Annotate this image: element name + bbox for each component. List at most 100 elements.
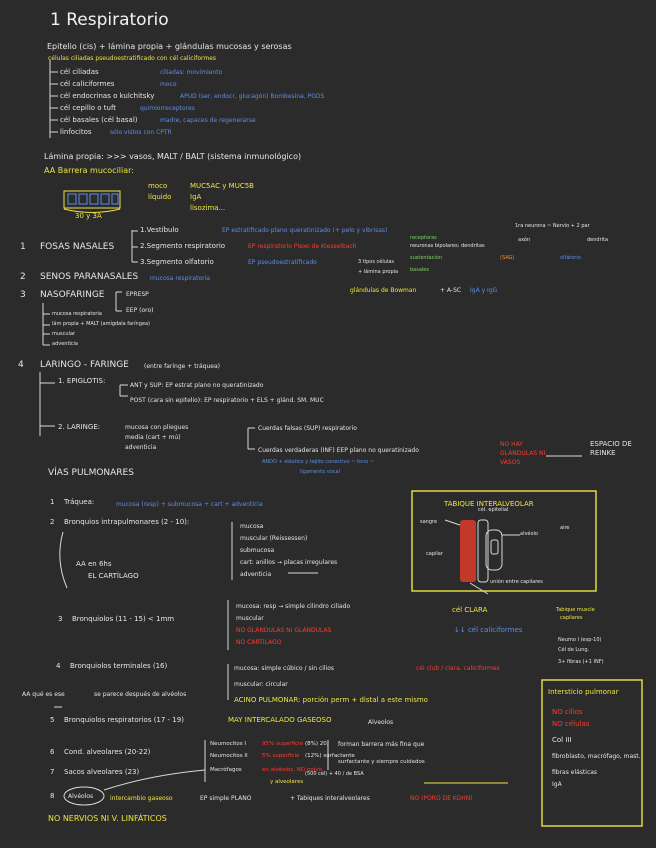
barrier-caption: 30 y 3A xyxy=(75,212,102,221)
terminales-layer: muscular: circular xyxy=(234,680,288,689)
laringe-layer: mucosa con pliegues xyxy=(125,423,188,432)
alveolos-desc: intercambio gaseoso xyxy=(110,794,173,803)
cell-type-note: madre, capaces de regenerarse xyxy=(160,116,256,125)
olfactory-neuron-note: dendrita xyxy=(587,236,608,245)
respiratorios-label: Bronquiolos respiratorios (17 - 19) xyxy=(64,716,184,725)
sacos-label: Sacos alveolares (23) xyxy=(64,768,139,777)
intersticio-item: Col III xyxy=(552,736,572,745)
barrier-value: IgA xyxy=(190,193,201,202)
fosas-item-label: 3.Segmento olfatorio xyxy=(140,258,214,267)
traquea-desc: mucosa (resp) + submucosa + cart + adven… xyxy=(116,500,263,509)
bronquios-layer: cart: anillos → placas irregulares xyxy=(240,558,337,567)
bronquios-layer: muscular (Reissessen) xyxy=(240,534,307,543)
alveolos-desc: EP simple PLANO xyxy=(200,794,251,803)
section-number: 8 xyxy=(50,792,54,801)
tabique-label: unión entre capilares xyxy=(490,578,543,587)
barrier-value: lisozima... xyxy=(190,204,225,213)
olfactory-glands-iga: IgA y IgG xyxy=(470,286,497,295)
neumocito-right: surfactante y siempre cuidados xyxy=(338,758,425,767)
section-heading: VÍAS PULMONARES xyxy=(48,468,134,479)
section-number: 7 xyxy=(50,768,54,777)
page-title: 1 Respiratorio xyxy=(50,10,169,30)
section-number: 2 xyxy=(50,518,54,527)
caliciform-note: ↓↓ cél caliciformes xyxy=(454,626,522,635)
cuerdas-falsas: Cuerdas falsas (SUP) respiratorio xyxy=(258,424,357,433)
aa-note: se parece después de alvéolos xyxy=(94,690,194,699)
bronquios-note: AA en 6hs xyxy=(76,560,112,569)
olfactory-note: 3 tipos células xyxy=(358,258,394,267)
neumocito-label: Neumocitos II xyxy=(210,752,248,761)
alveolos-label: Alvéolos xyxy=(68,792,93,801)
barrier-label: moco xyxy=(148,182,167,191)
section-desc: (entre faringe + tráquea) xyxy=(144,362,220,371)
bronquiolos-layer: NO GLÁNDULAS NI GLÁNDULAS xyxy=(236,626,331,635)
bronquios-note: EL CARTÍLAGO xyxy=(88,572,139,581)
section-number: 1 xyxy=(20,242,26,253)
nasofaringe-layer: muscular xyxy=(52,330,75,339)
aa-note: AA qué es ese xyxy=(22,690,65,699)
intro-subline: células ciliadas pseudoestratificado con… xyxy=(48,54,216,63)
olfactory-glands: glándulas de Bowman xyxy=(350,286,416,295)
intersticio-item: NO cilios xyxy=(552,708,583,717)
neumocito-label: Macrófagos xyxy=(210,766,242,775)
barrier-value: MUC5AC y MUC5B xyxy=(190,182,254,191)
nasofaringe-layer: lám propia + MALT (amígdala faríngea) xyxy=(52,320,150,329)
neumocito-note: (8%) 20, xyxy=(305,740,329,749)
neumocito-label: Neumocitos I xyxy=(210,740,246,749)
terminales-club: cél club / clara, caliciformes xyxy=(416,664,500,673)
terminales-label: Bronquiolos terminales (16) xyxy=(70,662,167,671)
nasofaringe-note: EEP (oro) xyxy=(126,306,153,315)
olfactory-cell: basales xyxy=(410,266,429,275)
cell-type-label: cél caliciformes xyxy=(60,80,114,89)
bronquios-layer: mucosa xyxy=(240,522,263,531)
bronquiolos-layer: muscular xyxy=(236,614,264,623)
club-cell-note: cél CLARA xyxy=(452,606,487,615)
fosas-item-desc: EP respiratorio Plexo de Kiesselbach xyxy=(248,242,357,251)
section-number: 2 xyxy=(20,272,26,283)
neumocito-right: forman barrera más fina que xyxy=(338,740,424,749)
bronquios-label: Bronquios intrapulmonares (2 - 10): xyxy=(64,518,189,527)
cell-type-note: quimiorreceptores xyxy=(140,104,195,113)
neumocito-extra: y alveolares xyxy=(270,778,303,787)
nasofaringe-layer: adventicia xyxy=(52,340,78,349)
olfactory-note: + lámina propia xyxy=(358,268,398,277)
intersticio-item: fibroblasto, macrófago, mast. xyxy=(552,752,641,761)
cell-type-label: cél basales (cél basal) xyxy=(60,116,138,125)
bronquiolos-layer: mucosa: resp → simple cilindro ciliado xyxy=(236,602,350,611)
section-heading: NASOFARINGE xyxy=(40,290,105,301)
conductos-label: Cond. alveolares (20-22) xyxy=(64,748,150,757)
cell-type-note: moco xyxy=(160,80,177,89)
epiglotis-label: 1. EPIGLOTIS: xyxy=(58,377,105,386)
cuerdas-note: ANDO + elástico y tejido conectivo ~ ton… xyxy=(262,458,374,467)
section-number: 1 xyxy=(50,498,54,507)
cell-type-note: ciliadas: movimiento xyxy=(160,68,222,77)
cell-type-label: linfocitos xyxy=(60,128,92,137)
tabique-label: capilar xyxy=(426,550,443,559)
cuerdas-note: ligamento vocal xyxy=(300,468,340,477)
intro-line: Epitelio (cis) + lámina propia + glándul… xyxy=(47,42,292,51)
barrier-label: líquido xyxy=(148,193,171,202)
footer-note: NO NERVIOS NI V. LINFÁTICOS xyxy=(48,814,167,823)
section-number: 3 xyxy=(20,290,26,301)
cell-type-label: cél endocrinas o kulchitsky xyxy=(60,92,154,101)
tabique-label: sangre xyxy=(420,518,437,527)
neumocito-value: 95% superficie xyxy=(262,740,303,749)
neumocito-note: (500 cél) + 40 / de BSA xyxy=(305,770,364,779)
section-heading: LARINGO - FARINGE xyxy=(40,360,129,371)
section-heading: SENOS PARANASALES xyxy=(40,272,138,283)
tabique-below: capilares xyxy=(560,614,582,623)
nasofaringe-layer: mucosa respiratoria xyxy=(52,310,102,319)
section-heading: FOSAS NASALES xyxy=(40,242,114,253)
alveolos-tag: Alveolos xyxy=(368,718,393,727)
no-glands-note: NO HAY GLÁNDULAS NI VASOS xyxy=(500,440,560,467)
reinke-space: ESPACIO DE REINKE xyxy=(590,440,646,458)
cell-type-note: APUD (ser, endocr, glucagón) Bombesina, … xyxy=(180,92,324,101)
traquea-label: Tráquea: xyxy=(64,498,94,507)
laringe-layer: media (cart + mú) xyxy=(125,433,181,442)
laringe-label: 2. LARINGE: xyxy=(58,423,100,432)
intersticio-item: fibras elásticas xyxy=(552,768,597,777)
terminales-layer: mucosa: simple cúbico / sin cilios xyxy=(234,664,334,673)
neumocito-value: 5% superficie xyxy=(262,752,299,761)
epiglotis-ant: ANT y SUP: EP estrat plano no queratiniz… xyxy=(130,381,263,390)
cell-type-label: cél ciliadas xyxy=(60,68,99,77)
